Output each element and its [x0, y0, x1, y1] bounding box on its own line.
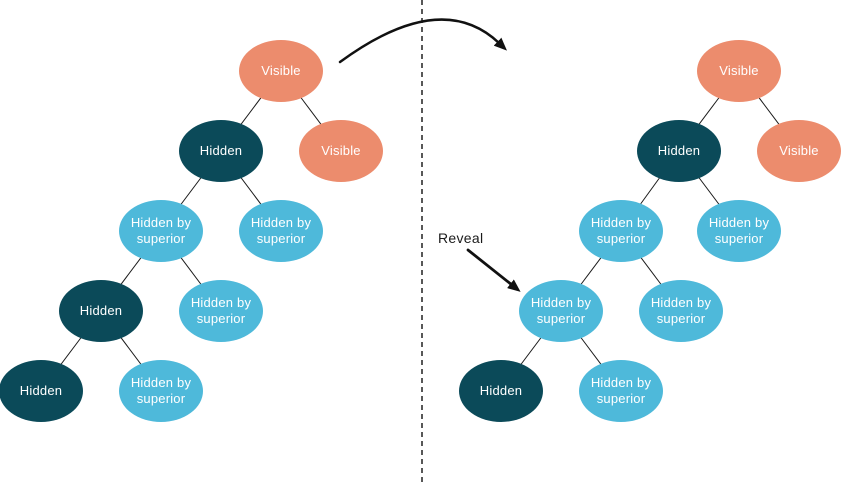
right-l5-hidden: Hidden: [459, 360, 543, 422]
left-l3-hidden-by-superior-right: Hidden by superior: [239, 200, 323, 262]
left-l4-hidden: Hidden: [59, 280, 143, 342]
left-l2-visible: Visible: [299, 120, 383, 182]
right-l4-hidden-by-superior: Hidden by superior: [639, 280, 723, 342]
reveal-label: Reveal: [438, 230, 484, 246]
right-l4-revealed-hidden-by-superior: Hidden by superior: [519, 280, 603, 342]
left-l2-hidden: Hidden: [179, 120, 263, 182]
left-l3-hidden-by-superior: Hidden by superior: [119, 200, 203, 262]
right-l3-hidden-by-superior: Hidden by superior: [579, 200, 663, 262]
left-l5-hidden: Hidden: [0, 360, 83, 422]
left-l4-hidden-by-superior: Hidden by superior: [179, 280, 263, 342]
left-root-visible: Visible: [239, 40, 323, 102]
right-l2-visible: Visible: [757, 120, 841, 182]
right-l3-hidden-by-superior-right: Hidden by superior: [697, 200, 781, 262]
left-l5-hidden-by-superior: Hidden by superior: [119, 360, 203, 422]
right-l2-hidden: Hidden: [637, 120, 721, 182]
right-root-visible: Visible: [697, 40, 781, 102]
right-l5-hidden-by-superior: Hidden by superior: [579, 360, 663, 422]
